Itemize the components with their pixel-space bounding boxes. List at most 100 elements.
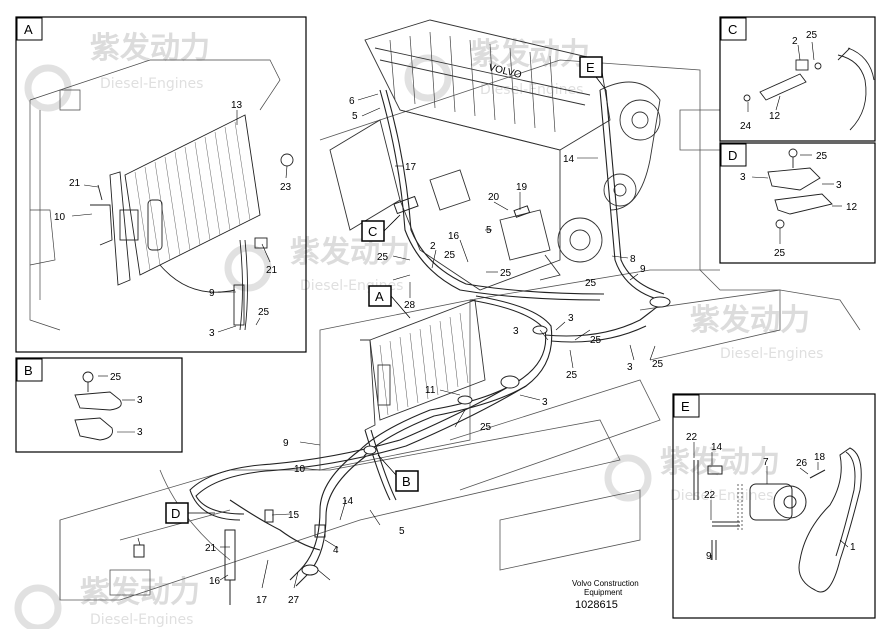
panel-a-condenser: [90, 114, 294, 331]
part-label: 3: [137, 395, 143, 406]
part-label: 16: [448, 231, 460, 242]
part-label: 25: [585, 278, 597, 289]
main-condenser: [360, 299, 486, 431]
part-label: 21: [205, 543, 217, 554]
svg-text:C: C: [368, 224, 377, 239]
part-label: 25: [258, 307, 270, 318]
part-label: 3: [627, 362, 633, 373]
callout-box-A[interactable]: A: [368, 285, 411, 319]
panel-letter-C: C: [728, 22, 737, 37]
footer: Volvo Construction Equipment 1028615: [572, 579, 639, 611]
part-label: 21: [266, 265, 278, 276]
engine-block: [329, 19, 661, 291]
part-label: 20: [488, 192, 500, 203]
part-label: 24: [740, 121, 752, 132]
watermark-cn: 紫发动力: [690, 303, 810, 338]
panel-letter-D: D: [728, 148, 737, 163]
part-label: 25: [806, 30, 818, 41]
detail-panel-E: E 22 14 7 26 18 22 9 1: [672, 393, 876, 619]
watermark-en: Diesel-Engines: [480, 82, 583, 98]
callout-box-D[interactable]: D: [165, 502, 215, 524]
part-label: 22: [686, 432, 698, 443]
hose-bundle: [189, 89, 666, 587]
leader-lines: [137, 93, 656, 589]
part-label: 9: [209, 288, 215, 299]
part-label: 28: [404, 300, 416, 311]
part-label: 7: [763, 457, 769, 468]
part-label: 19: [516, 182, 528, 193]
part-label: 3: [542, 397, 548, 408]
part-label: 14: [711, 442, 723, 453]
part-label: 11: [425, 385, 436, 396]
chassis-frame: [59, 59, 861, 601]
part-label: 25: [566, 370, 578, 381]
part-label: 21: [69, 178, 81, 189]
part-label: 5: [399, 526, 405, 537]
part-label: 2: [792, 36, 798, 47]
part-label: 14: [342, 496, 354, 507]
watermark-en: Diesel-Engines: [720, 346, 823, 362]
svg-text:B: B: [402, 474, 411, 489]
watermark-en: Diesel-Engines: [90, 612, 193, 628]
watermark-cn: 紫发动力: [90, 31, 210, 66]
part-label: 25: [377, 252, 389, 263]
part-label: 10: [54, 212, 66, 223]
part-label: 3: [513, 326, 519, 337]
part-label: 25: [500, 268, 512, 279]
part-label: 5: [352, 111, 358, 122]
part-label: 25: [774, 248, 786, 259]
part-label: 6: [349, 96, 355, 107]
part-label: 25: [110, 372, 122, 383]
svg-text:E: E: [586, 60, 595, 75]
part-label: 9: [283, 438, 289, 449]
part-label: 4: [333, 545, 339, 556]
callout-box-E[interactable]: E: [579, 56, 607, 91]
watermark-en: Diesel-Engines: [100, 76, 203, 92]
belt-tensioner-parts: [264, 195, 531, 538]
part-label: 9: [706, 551, 712, 562]
part-label: 13: [231, 100, 243, 111]
part-label: 9: [640, 264, 646, 275]
part-label: 15: [288, 510, 300, 521]
part-label: 16: [209, 576, 221, 587]
watermark-layer: 紫发动力 Diesel-Engines 紫发动力 Diesel-Engines …: [14, 31, 823, 629]
callout-box-B[interactable]: B: [377, 454, 419, 492]
accumulator: [133, 529, 236, 605]
callout-box-C[interactable]: C: [361, 214, 401, 242]
part-label: 10: [294, 464, 306, 475]
footer-company-sub: Equipment: [584, 588, 623, 597]
svg-text:A: A: [375, 289, 384, 304]
part-label: 3: [568, 313, 574, 324]
part-label: 5: [486, 225, 492, 236]
part-label: 12: [846, 202, 858, 213]
main-part-labels: 6 5 17 19 20 5 14 8 16 2 25 25 25 28 25 …: [205, 96, 664, 606]
part-label: 17: [256, 595, 268, 606]
part-label: 12: [769, 111, 781, 122]
part-label: 3: [836, 180, 842, 191]
part-label: 17: [405, 162, 417, 173]
detail-panel-D: D 25 3 3 12 25: [719, 142, 876, 264]
part-label: 1: [850, 542, 856, 553]
part-label: 22: [704, 490, 716, 501]
part-label: 27: [288, 595, 300, 606]
drawing-number: 1028615: [575, 599, 618, 611]
part-label: 3: [209, 328, 215, 339]
part-label: 25: [444, 250, 456, 261]
watermark-cn: 紫发动力: [290, 235, 410, 270]
part-label: 2: [430, 241, 436, 252]
panel-a-leaders: [71, 110, 288, 333]
part-label: 8: [630, 254, 636, 265]
detail-panel-C: C 2 25 24 12: [719, 16, 876, 142]
part-label: 14: [563, 154, 575, 165]
part-label: 3: [740, 172, 746, 183]
part-label: 25: [480, 422, 492, 433]
hose-clamps: [301, 296, 671, 576]
detail-panel-B: B 25 3 3: [15, 357, 183, 453]
part-label: 18: [814, 452, 826, 463]
part-label: 26: [796, 458, 808, 469]
footer-company: Volvo Construction: [572, 579, 639, 588]
part-label: 25: [590, 335, 602, 346]
svg-text:D: D: [171, 506, 180, 521]
panel-letter-E: E: [681, 399, 690, 414]
